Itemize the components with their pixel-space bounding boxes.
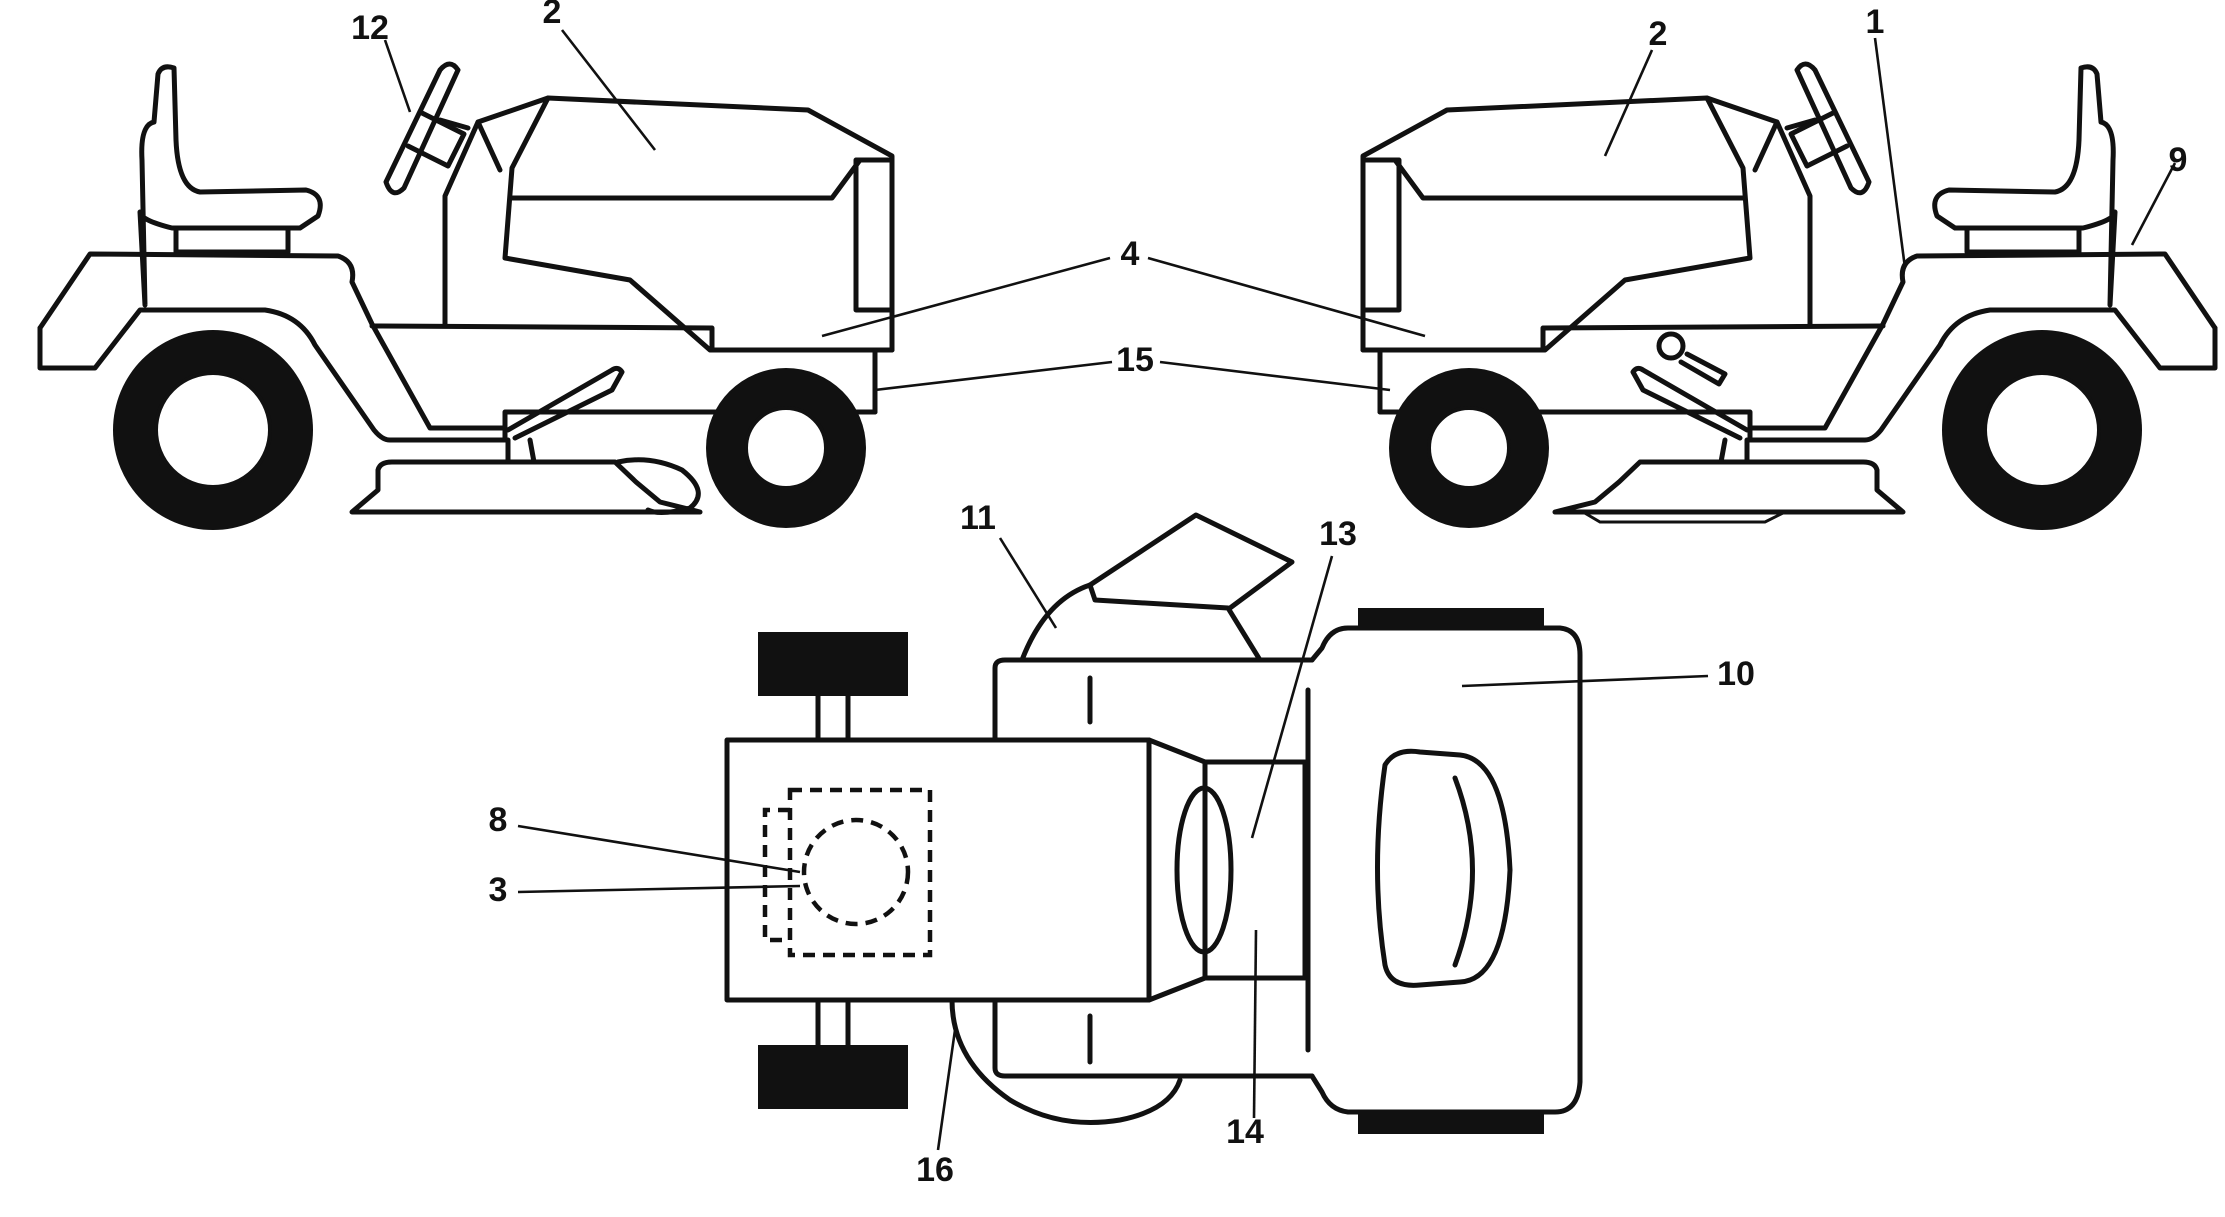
steering-post [437, 117, 503, 173]
callout-16: 16 [916, 1151, 954, 1189]
leader-lines [383, 29, 2177, 1151]
callout-3: 3 [489, 871, 508, 909]
deck-outline-top [1019, 582, 1263, 663]
callout-9: 9 [2169, 141, 2188, 179]
steering-wheel-top [1174, 785, 1234, 955]
steering-hub [405, 109, 467, 169]
decal-area-dashed-tab [762, 807, 790, 943]
callout-4: 4 [1121, 235, 1140, 273]
callout-13: 13 [1319, 515, 1357, 553]
callout-1: 1 [1866, 3, 1885, 41]
hood-vent-inner [1452, 775, 1475, 968]
callout-labels: 12 2 2 1 9 4 15 11 13 10 8 3 14 16 [351, 0, 2187, 1189]
rear-wheel [113, 330, 313, 530]
deck-outline-bottom [949, 997, 1183, 1125]
callout-12: 12 [351, 9, 389, 47]
steering-wheel [383, 61, 461, 196]
deck-hanger [505, 437, 537, 465]
callout-15: 15 [1116, 341, 1154, 379]
rear-body-top [724, 737, 1152, 1003]
callout-11: 11 [960, 499, 996, 537]
hood-side-line [509, 157, 863, 201]
callout-2-left: 2 [543, 0, 562, 31]
decal-circle-dashed [801, 817, 911, 927]
decal-area-dashed [787, 787, 933, 958]
seat-backrest [137, 64, 323, 308]
callout-8: 8 [489, 801, 508, 839]
grille [853, 157, 895, 313]
mower-deck [349, 459, 703, 515]
rear-tire-top [758, 632, 908, 696]
seat-base [173, 225, 291, 255]
fender-front-edge [37, 307, 508, 443]
front-tire-top [1358, 608, 1544, 630]
callout-14: 14 [1226, 1113, 1264, 1151]
hood-top [1309, 625, 1583, 1115]
rear-axle [815, 693, 851, 1048]
tractor-right-side-view [1360, 61, 2218, 530]
tractor-left-side-view [37, 61, 895, 530]
rear-fender [37, 251, 508, 431]
footboard-bottom [992, 997, 1315, 1079]
hood-lever [1656, 331, 1728, 387]
front-wheel [706, 368, 866, 528]
discharge-chute [1087, 512, 1295, 611]
footboard-top [992, 657, 1315, 743]
footrest-pedal [505, 365, 625, 441]
callout-10: 10 [1717, 655, 1755, 693]
deck-chute [615, 457, 701, 516]
callout-2-right: 2 [1649, 15, 1668, 53]
rear-tire-bottom [758, 1045, 908, 1109]
hood-top [502, 95, 895, 353]
dash-console [1146, 737, 1208, 1003]
tractor-top-view [724, 512, 1583, 1134]
hood-vent [1375, 748, 1513, 988]
front-tire-bottom [1358, 1112, 1544, 1134]
